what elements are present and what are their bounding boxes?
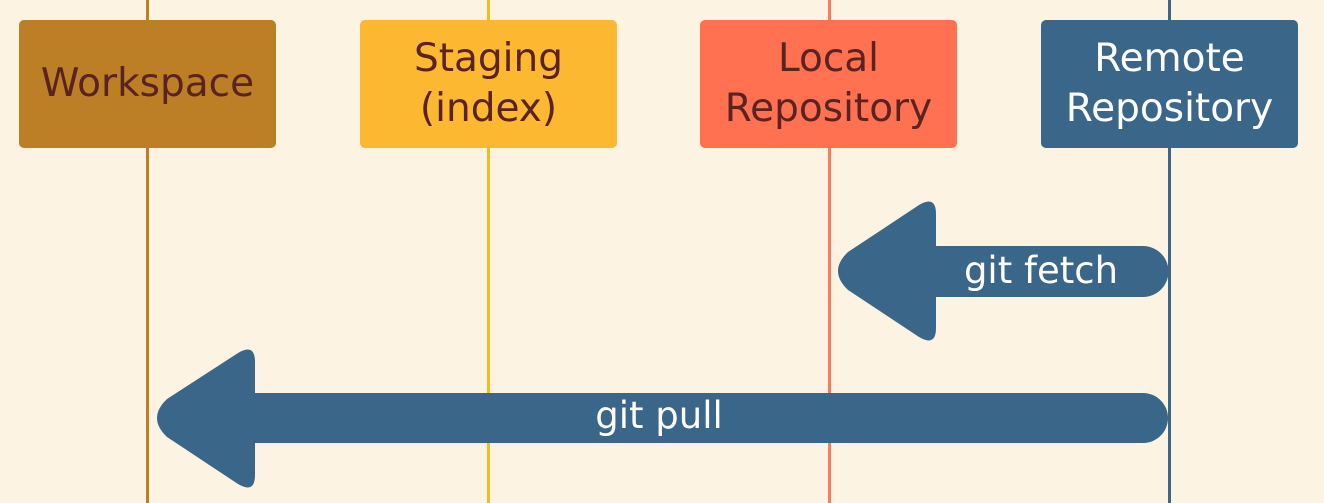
local-repository-label: Local Repository <box>724 36 933 131</box>
workspace-box: Workspace <box>19 20 276 148</box>
git-pull-arrow-shape <box>157 349 1168 488</box>
git-pull-arrow: git pull <box>157 349 1168 488</box>
workspace-lane-line <box>146 0 149 503</box>
local-repository-box: Local Repository <box>700 20 957 148</box>
git-pull-label: git pull <box>595 394 723 437</box>
remote-repository-box: Remote Repository <box>1041 20 1298 148</box>
staging-box: Staging (index) <box>360 20 617 148</box>
remote-repository-label: Remote Repository <box>1065 36 1274 131</box>
git-fetch-arrow: git fetch <box>838 201 1169 341</box>
staging-lane-line <box>487 0 490 503</box>
workspace-label: Workspace <box>40 61 255 107</box>
local-repository-lane-line <box>828 0 831 503</box>
remote-repository-lane-line <box>1168 0 1171 503</box>
git-fetch-label: git fetch <box>964 249 1118 292</box>
staging-label: Staging (index) <box>413 36 563 131</box>
git-fetch-arrow-shape <box>838 201 1169 341</box>
